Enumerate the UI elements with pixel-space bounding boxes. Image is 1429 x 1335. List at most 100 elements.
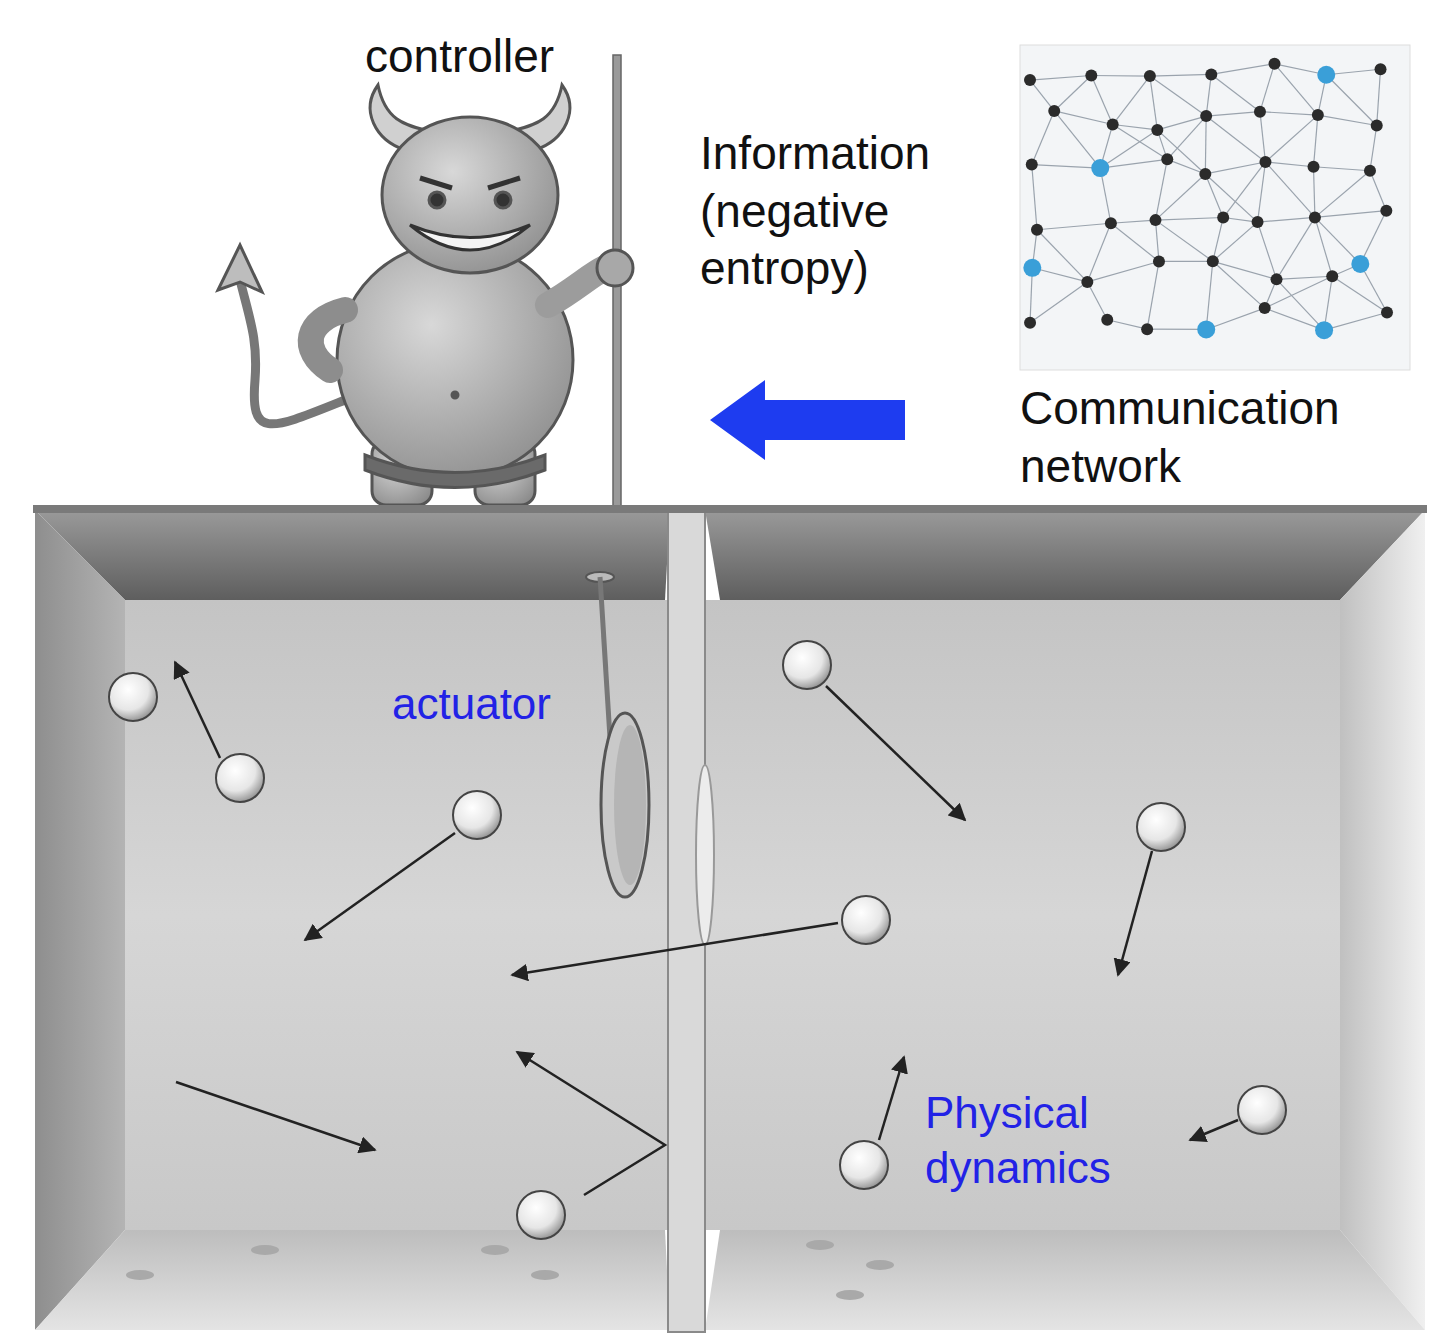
- network-link: [1030, 76, 1091, 81]
- network-node: [1364, 165, 1376, 177]
- network-link: [1032, 165, 1037, 230]
- network-link: [1324, 313, 1387, 331]
- network-link: [1314, 115, 1318, 167]
- network-link: [1087, 282, 1107, 320]
- network-node: [1085, 70, 1097, 82]
- network-link: [1258, 222, 1277, 279]
- network-node: [1259, 156, 1271, 168]
- network-node: [1024, 74, 1036, 86]
- molecule: [109, 673, 157, 721]
- network-link: [1265, 308, 1324, 330]
- network-node: [1312, 109, 1324, 121]
- network-node: [1091, 159, 1109, 177]
- network-node: [1308, 161, 1320, 173]
- network-link: [1260, 64, 1275, 112]
- network-link: [1037, 230, 1087, 282]
- network-node: [1317, 66, 1335, 84]
- network-link: [1211, 74, 1260, 111]
- network-link: [1314, 167, 1370, 171]
- network-link: [1087, 223, 1111, 282]
- network-link: [1318, 115, 1377, 125]
- network-link: [1213, 218, 1223, 262]
- network-link: [1213, 261, 1265, 308]
- network-node: [1023, 259, 1041, 277]
- network-node: [1105, 217, 1117, 229]
- network-link: [1205, 162, 1265, 174]
- network-node: [1375, 63, 1387, 75]
- network-link: [1275, 64, 1318, 115]
- network-link: [1206, 74, 1211, 116]
- network-node: [1026, 159, 1038, 171]
- network-node: [1351, 255, 1369, 273]
- network-link: [1277, 279, 1325, 330]
- network-link: [1155, 220, 1158, 261]
- network-node: [1161, 153, 1173, 165]
- network-link: [1260, 112, 1265, 162]
- network-link: [1260, 112, 1318, 115]
- network-link: [1100, 159, 1167, 168]
- network-link: [1265, 115, 1317, 162]
- network-node: [1107, 119, 1119, 131]
- molecule: [1238, 1086, 1286, 1134]
- network-link: [1377, 69, 1381, 125]
- network-node: [1207, 255, 1219, 267]
- network-node: [1153, 255, 1165, 267]
- two-chamber-box: [33, 505, 1427, 1332]
- network-link: [1205, 174, 1223, 218]
- network-link: [1111, 223, 1159, 261]
- network-link: [1332, 276, 1387, 312]
- network-link: [1314, 167, 1315, 218]
- network-link: [1054, 111, 1100, 168]
- network-node: [1252, 216, 1264, 228]
- network-node: [1199, 168, 1211, 180]
- network-node: [1197, 320, 1215, 338]
- actuator-paddle: [586, 572, 649, 897]
- network-node: [1371, 120, 1383, 132]
- network-link: [1111, 220, 1156, 223]
- network-link: [1167, 159, 1205, 174]
- network-link: [1258, 162, 1266, 222]
- network-label: Communication network: [1020, 380, 1420, 495]
- network-node: [1315, 321, 1333, 339]
- velocity-arrow: [1118, 851, 1152, 975]
- velocity-arrow: [176, 1082, 375, 1150]
- network-link: [1213, 222, 1258, 261]
- network-link: [1277, 276, 1333, 279]
- network-node: [1149, 214, 1161, 226]
- network-node: [1151, 124, 1163, 136]
- network-node: [1381, 307, 1393, 319]
- network-link: [1032, 165, 1101, 169]
- network-link: [1206, 261, 1213, 329]
- molecule: [1137, 803, 1185, 851]
- network-node: [1326, 270, 1338, 282]
- network-link: [1370, 171, 1386, 211]
- network-link: [1054, 76, 1091, 111]
- network-link: [1258, 217, 1315, 222]
- information-label: Information (negative entropy): [700, 125, 1010, 298]
- network-link: [1167, 116, 1206, 159]
- network-node: [1254, 106, 1266, 118]
- network-link: [1206, 112, 1260, 116]
- network-link: [1315, 217, 1360, 264]
- network-link: [1150, 76, 1206, 116]
- network-node: [1217, 212, 1229, 224]
- molecule: [453, 791, 501, 839]
- network-picture: [1020, 45, 1410, 370]
- network-node: [1144, 70, 1156, 82]
- velocity-arrow: [305, 833, 455, 940]
- network-node: [1024, 317, 1036, 329]
- network-link: [1265, 162, 1314, 217]
- network-node: [1200, 110, 1212, 122]
- network-link: [1100, 130, 1157, 168]
- network-link: [1155, 220, 1212, 261]
- network-node: [1048, 105, 1060, 117]
- network-link: [1107, 320, 1147, 329]
- network-link: [1150, 76, 1157, 130]
- velocity-arrow: [175, 662, 220, 758]
- network-link: [1150, 74, 1211, 76]
- network-link: [1155, 218, 1223, 221]
- molecule: [783, 641, 831, 689]
- network-node: [1259, 302, 1271, 314]
- network-link: [1265, 162, 1313, 167]
